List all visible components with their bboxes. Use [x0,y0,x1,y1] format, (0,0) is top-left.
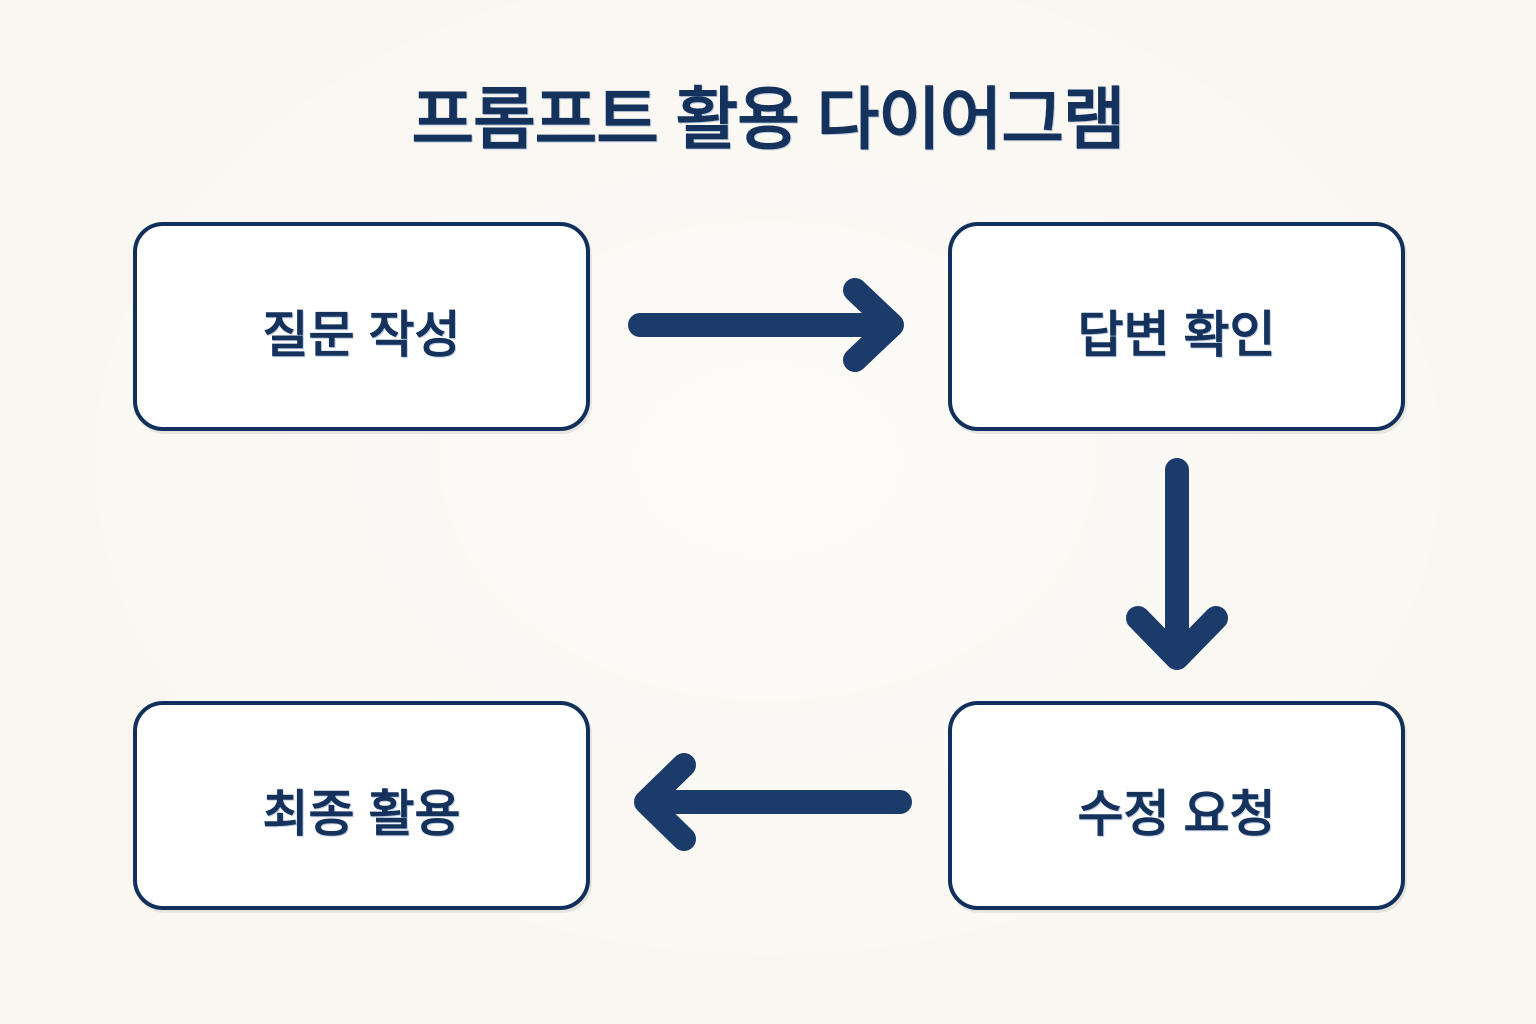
flow-node-answer-check[interactable]: 답변 확인 [948,222,1405,431]
flow-node-revision-request[interactable]: 수정 요청 [948,701,1405,910]
flow-node-final-use[interactable]: 최종 활용 [133,701,590,910]
arrow-down-icon [1126,458,1228,670]
arrow-right-icon [628,278,904,372]
flow-node-label: 수정 요청 [1077,785,1276,842]
arrow-left-icon [634,753,912,851]
flow-node-label: 질문 작성 [262,306,461,363]
flow-node-label: 최종 활용 [262,785,461,842]
flow-node-question-write[interactable]: 질문 작성 [133,222,590,431]
flow-node-label: 답변 확인 [1077,306,1276,363]
page-title: 프롬프트 활용 다이어그램 [411,82,1126,158]
